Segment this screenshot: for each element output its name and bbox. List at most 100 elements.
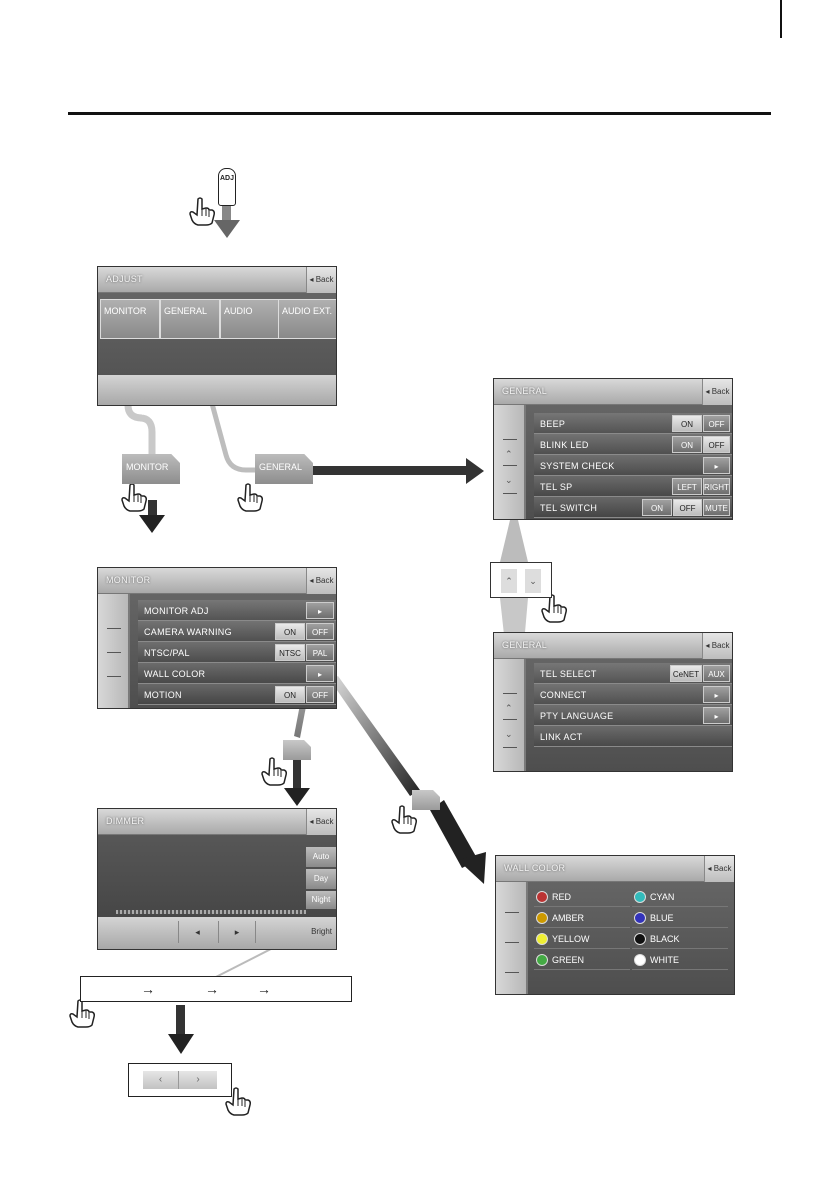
back-button[interactable]: ◂ Back <box>306 267 336 293</box>
increase-button[interactable]: › <box>196 1074 200 1085</box>
hand-pointer-icon <box>237 483 263 512</box>
divider <box>107 652 121 653</box>
tab-general[interactable]: GENERAL <box>160 299 220 339</box>
option-button[interactable]: NTSC <box>275 644 305 661</box>
row-label: BLINK LED <box>540 440 589 450</box>
screen-title: ADJUST <box>106 274 143 284</box>
option-button[interactable]: MUTE <box>703 499 730 516</box>
list-item: TEL SWITCH ON OFF MUTE <box>534 497 732 518</box>
side-scroll-bar <box>496 882 528 994</box>
scroll-down-icon[interactable]: ⌄ <box>505 475 513 485</box>
option-button[interactable]: AUX <box>703 665 730 682</box>
adjust-buttons-zoom: ‹ › <box>128 1063 232 1097</box>
row-label: LINK ACT <box>540 732 583 742</box>
bottom-bar <box>98 375 336 405</box>
option-button[interactable]: ON <box>672 436 702 453</box>
back-button[interactable]: ◂ Back <box>702 379 732 405</box>
color-label: BLUE <box>650 913 674 923</box>
title-bar: GENERAL ◂ Back <box>494 379 732 405</box>
row-label: MOTION <box>144 690 182 700</box>
color-option-black[interactable]: BLACK <box>632 930 728 949</box>
option-button[interactable]: OFF <box>306 623 334 640</box>
adjust-screen: ADJUST ◂ Back MONITOR GENERAL AUDIO AUDI… <box>97 266 337 406</box>
list-item: TEL SP LEFT RIGHT <box>534 476 732 497</box>
option-button[interactable]: ON <box>642 499 672 516</box>
back-button[interactable]: ◂ Back <box>702 633 732 659</box>
tab-audio-ext[interactable]: AUDIO EXT. <box>278 299 336 339</box>
scroll-up-icon[interactable]: ⌃ <box>505 703 513 713</box>
option-button[interactable]: RIGHT <box>703 478 730 495</box>
color-option-amber[interactable]: AMBER <box>534 909 630 928</box>
divider <box>107 676 121 677</box>
list-item[interactable]: WALL COLOR ▸ <box>138 663 336 684</box>
option-button[interactable]: ON <box>672 415 702 432</box>
side-scroll-bar: ⌃ ⌄ <box>494 405 526 519</box>
mode-night-button[interactable]: Night <box>306 891 336 909</box>
color-option-green[interactable]: GREEN <box>534 951 630 970</box>
scroll-up-icon[interactable]: ⌃ <box>505 449 513 459</box>
back-button[interactable]: ◂ Back <box>306 809 336 835</box>
bottom-bar: ◂ ▸ Bright <box>98 917 336 949</box>
side-scroll-bar <box>98 594 130 708</box>
option-button[interactable]: ON <box>275 686 305 703</box>
row-label: PTY LANGUAGE <box>540 711 614 721</box>
divider <box>503 465 517 466</box>
screen-title: GENERAL <box>502 640 548 650</box>
row-label: NTSC/PAL <box>144 648 190 658</box>
mode-auto-button[interactable]: Auto <box>306 847 336 867</box>
color-option-white[interactable]: WHITE <box>632 951 728 970</box>
monitor-screen: MONITOR ◂ Back MONITOR ADJ ▸ CAMERA WARN… <box>97 567 337 709</box>
option-button[interactable]: OFF <box>703 415 730 432</box>
arrow-right-icon[interactable]: ▸ <box>306 665 334 682</box>
color-swatch-icon <box>634 912 646 924</box>
arrow-right-icon[interactable]: ▸ <box>306 602 334 619</box>
arrow-callout <box>412 790 440 810</box>
option-button[interactable]: CeNET <box>670 665 702 682</box>
color-option-cyan[interactable]: CYAN <box>632 888 728 907</box>
decrease-button[interactable]: ‹ <box>143 1071 179 1089</box>
option-button[interactable]: PAL <box>306 644 334 661</box>
option-button[interactable]: LEFT <box>672 478 702 495</box>
adj-key-label: ADJ <box>219 175 234 182</box>
side-scroll-bar: ⌃ ⌄ <box>494 659 526 771</box>
monitor-callout: MONITOR <box>122 454 180 484</box>
decrease-button[interactable]: ◂ <box>178 921 216 943</box>
increase-button[interactable]: ▸ <box>218 921 256 943</box>
tab-monitor[interactable]: MONITOR <box>100 299 160 339</box>
arrow-right-icon[interactable]: ▸ <box>703 707 730 724</box>
arrow-right-icon[interactable]: ▸ <box>703 686 730 703</box>
arrow-right-icon[interactable]: ▸ <box>703 457 730 474</box>
divider <box>503 747 517 748</box>
color-swatch-icon <box>634 891 646 903</box>
list-item[interactable]: MONITOR ADJ ▸ <box>138 600 336 621</box>
back-button[interactable]: ◂ Back <box>704 856 734 882</box>
color-option-yellow[interactable]: YELLOW <box>534 930 630 949</box>
mode-day-button[interactable]: Day <box>306 869 336 889</box>
option-button[interactable]: OFF <box>306 686 334 703</box>
adjust-bar: ‹ › <box>143 1071 217 1089</box>
list-item[interactable]: LINK ACT <box>534 726 732 747</box>
row-label: TEL SP <box>540 482 573 492</box>
tab-audio[interactable]: AUDIO <box>220 299 280 339</box>
scroll-down-icon[interactable]: ⌄ <box>505 729 513 739</box>
option-button[interactable]: ON <box>275 623 305 640</box>
list-item[interactable]: SYSTEM CHECK ▸ <box>534 455 732 476</box>
adj-key[interactable]: ADJ <box>218 168 236 206</box>
divider <box>505 942 519 943</box>
title-bar: GENERAL ◂ Back <box>494 633 732 659</box>
hand-pointer-icon <box>189 197 215 226</box>
screen-title: WALL COLOR <box>504 863 566 873</box>
color-option-blue[interactable]: BLUE <box>632 909 728 928</box>
back-button[interactable]: ◂ Back <box>306 568 336 594</box>
option-button[interactable]: OFF <box>673 499 702 516</box>
list-item: TEL SELECT CeNET AUX <box>534 663 732 684</box>
option-button[interactable]: OFF <box>703 436 730 453</box>
list-item[interactable]: CONNECT ▸ <box>534 684 732 705</box>
level-meter <box>116 910 306 914</box>
hand-pointer-icon <box>121 483 147 512</box>
color-option-red[interactable]: RED <box>534 888 630 907</box>
list-item[interactable]: PTY LANGUAGE ▸ <box>534 705 732 726</box>
arrow-callout <box>283 740 311 760</box>
scroll-up-icon[interactable]: ⌃ <box>501 569 517 593</box>
scroll-down-icon[interactable]: ⌄ <box>525 569 541 593</box>
